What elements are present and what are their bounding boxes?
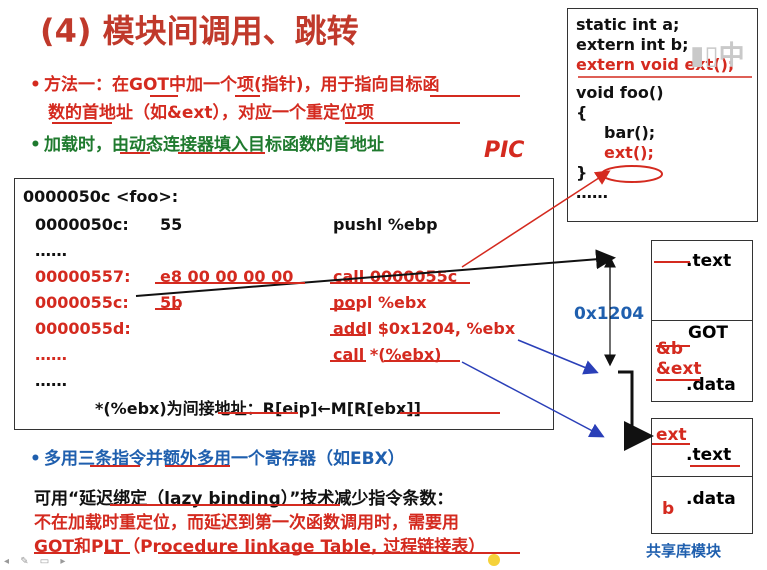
disasm-ellipsis: …… [35,241,67,260]
module2-data-label: .data [686,489,736,509]
bullet-dot: • [30,135,41,155]
source-line: …… [576,183,608,202]
disasm-addr: 00000557: [35,267,131,286]
module2-text-label: .text [686,445,732,465]
source-line: extern int b; [576,35,689,54]
module1-text-label: .text [686,251,732,271]
source-line: } [576,163,588,182]
pic-annotation: PIC [484,138,525,163]
lazy-binding-line2: 不在加载时重定位，而延迟到第一次函数调用时，需要用 [34,513,459,533]
watermark-logo: ▮▯中 [690,41,745,71]
source-line: static int a; [576,15,680,34]
shared-lib-label: 共享库模块 [646,542,722,560]
bullet-load-time: •加载时，由动态连接器填入目标函数的首地址 [30,130,384,155]
got-label: GOT [688,323,729,343]
source-line: { [576,103,588,122]
lazy-binding-line1: 可用“延迟绑定（lazy binding）”技术减少指令条数： [34,489,454,509]
module1-text-section: .text [651,240,753,322]
disasm-addr: 0000055c: [35,293,129,312]
bullet-method-one: •方法一：在GOT中加一个项(指针)，用于指向目标函 [30,70,440,95]
disasm-instr-call-indirect: call *(%ebx) [333,345,442,364]
disasm-addr: 0000050c: [35,215,129,234]
bullet-text: 方法一：在GOT中加一个项(指针)，用于指向目标函 [44,75,440,95]
disasm-instr-popl: popl %ebx [333,293,427,312]
source-line: bar(); [604,123,656,142]
disasm-box: 0000050c <foo>: 0000050c: 55 pushl %ebp … [14,178,554,430]
bullet-method-one-cont: 数的首地址（如&ext），对应一个重定位项 [48,103,374,123]
disasm-header: 0000050c <foo>: [23,187,179,206]
source-line-extern-ext: extern void ext(); [576,55,735,74]
module1-data-section: GOT &b &ext .data [651,320,753,402]
module2-data-section: b .data [651,476,753,534]
disasm-instr-addl: addl $0x1204, %ebx [333,319,516,338]
source-line: void foo() [576,83,664,102]
cursor-marker [488,554,500,566]
slide-title: (4) 模块间调用、跳转 [40,12,359,50]
disasm-ellipsis: …… [35,371,67,390]
disasm-addr: 0000055d: [35,319,131,338]
presentation-toolbar[interactable]: ◂ ✎ ▭ ▸ [4,556,70,567]
got-entry-b: &b [656,339,683,359]
lazy-binding-line3: GOT和PLT（Procedure linkage Table, 过程链接表） [34,537,486,557]
module2-text-section: ext .text [651,418,753,478]
bullet-text: 多用三条指令并额外多用一个寄存器（如EBX） [44,449,405,469]
disasm-bytes: e8 00 00 00 00 [160,267,294,286]
bullet-extra-instructions: •多用三条指令并额外多用一个寄存器（如EBX） [30,444,405,469]
disasm-footnote: *(%ebx)为间接地址：R[eip]←M[R[ebx]] [95,399,421,418]
source-line-call-ext: ext(); [604,143,654,162]
offset-label: 0x1204 [574,304,645,324]
bullet-dot: • [30,449,41,469]
bullet-text: 加载时，由动态连接器填入目标函数的首地址 [44,135,384,155]
disasm-bytes: 55 [160,215,183,234]
shared-ext-symbol: ext [656,425,687,445]
disasm-instr-call: call 0000055c [333,267,458,286]
module1-data-label: .data [686,375,736,395]
disasm-instr: pushl %ebp [333,215,438,234]
bullet-dot: • [30,75,41,95]
disasm-bytes: 5b [160,293,183,312]
disasm-ellipsis: …… [35,345,67,364]
shared-b-symbol: b [662,499,675,519]
